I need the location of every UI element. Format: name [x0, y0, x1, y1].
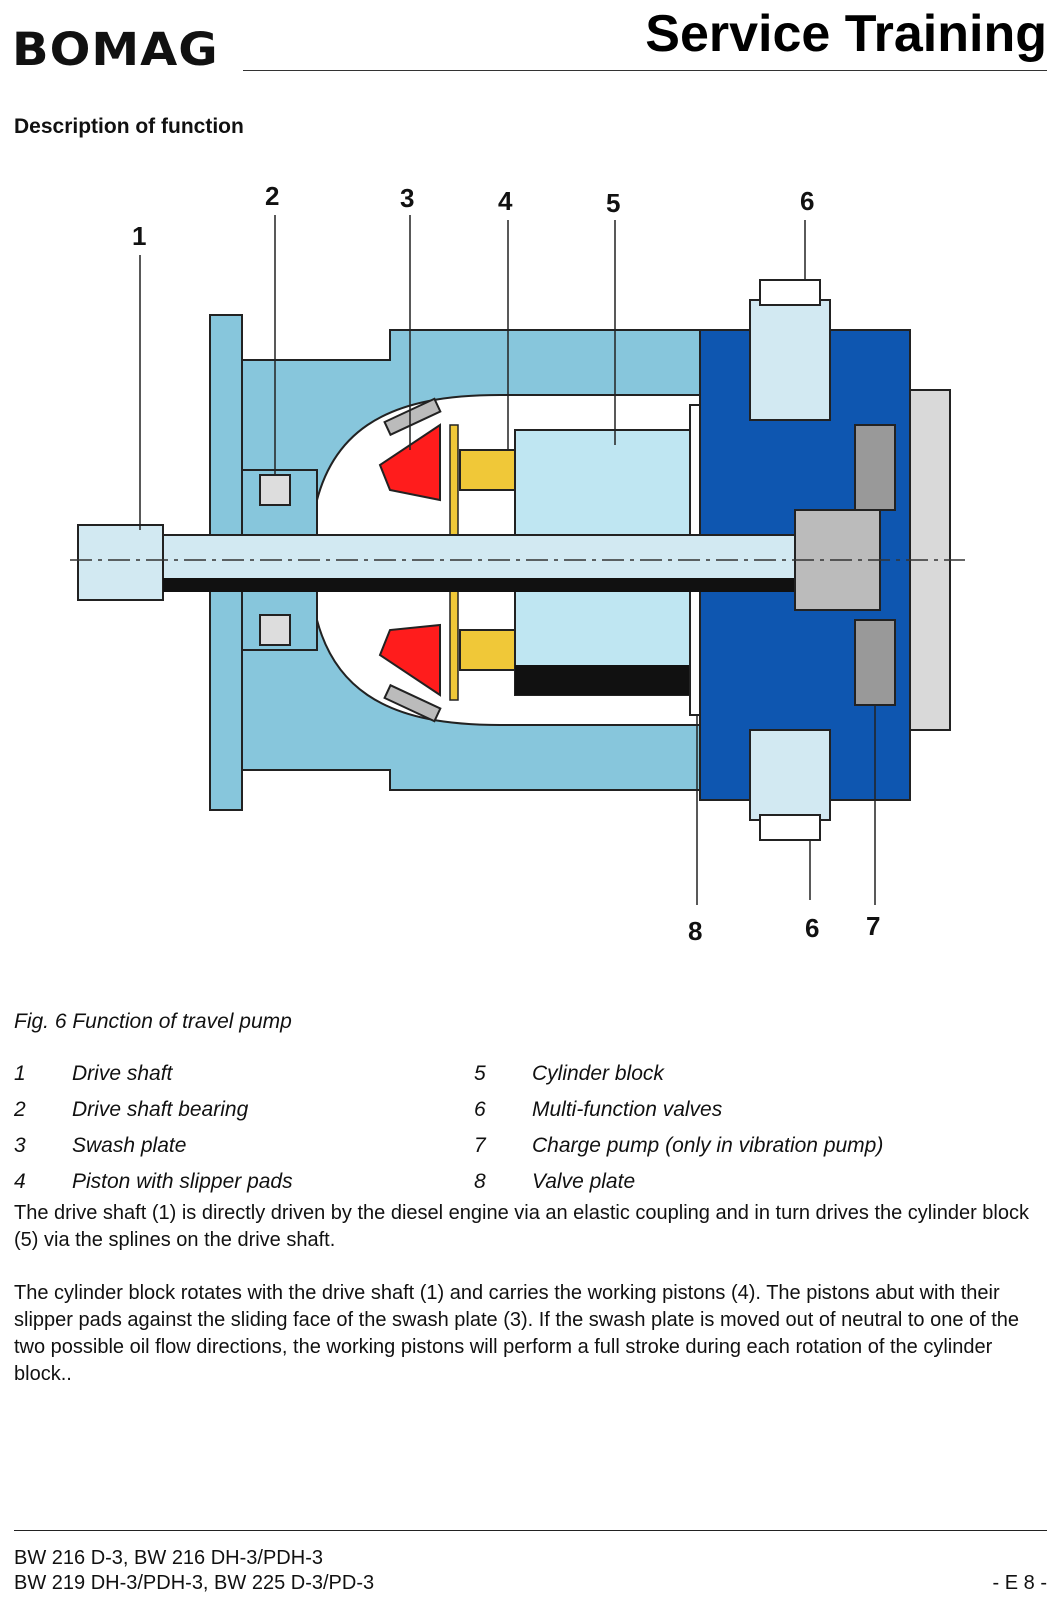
swash-plate-top — [378, 423, 441, 502]
legend-label: Cylinder block — [532, 1062, 664, 1085]
valve-top-cap — [759, 279, 821, 306]
legend-number: 2 — [14, 1098, 26, 1121]
body-paragraph-1: The drive shaft (1) is directly driven b… — [14, 1202, 1029, 1251]
valve-bottom — [749, 729, 831, 821]
callout-1: 1 — [132, 221, 146, 251]
cylinder-bore-bottom — [515, 665, 690, 695]
charge-pump-gear-top — [854, 424, 896, 511]
page-title: Service Training — [645, 5, 1047, 63]
charge-pump-gear-bottom — [854, 619, 896, 706]
callout-4: 4 — [498, 186, 513, 216]
callout-8: 8 — [688, 916, 702, 946]
callout-3: 3 — [400, 183, 414, 213]
body-paragraph-2: The cylinder block rotates with the driv… — [14, 1282, 1020, 1385]
drive-shaft-stub — [77, 524, 164, 601]
legend-number: 3 — [14, 1134, 26, 1157]
drive-shaft-shadow — [163, 578, 878, 592]
bearing-bottom — [259, 614, 291, 646]
page-number: - E 8 - — [992, 1572, 1047, 1594]
legend-label: Drive shaft bearing — [72, 1098, 249, 1121]
legend-number: 4 — [14, 1170, 26, 1193]
travel-pump-figure: 1 2 3 4 5 6 7 8 6 — [60, 170, 1000, 970]
callout-2: 2 — [265, 181, 279, 211]
footer-models-line-2: BW 219 DH-3/PDH-3, BW 225 D-3/PD-3 — [14, 1572, 375, 1594]
bearing-top — [259, 474, 291, 506]
callout-6-top: 6 — [800, 186, 814, 216]
legend-number: 8 — [474, 1170, 486, 1193]
footer-models-line-1: BW 216 D-3, BW 216 DH-3/PDH-3 — [14, 1547, 323, 1569]
valve-bottom-cap — [759, 814, 821, 841]
slipper-pad-bottom — [459, 629, 516, 671]
section-title: Description of function — [14, 115, 244, 138]
figure-caption: Fig. 6 Function of travel pump — [14, 1010, 292, 1033]
travel-pump-drawing: 1 2 3 4 5 6 7 8 6 — [70, 181, 965, 946]
bomag-logo: BOMAG — [12, 23, 219, 77]
valve-top — [749, 299, 831, 421]
legend-number: 7 — [474, 1134, 486, 1157]
swash-plate-bottom — [378, 623, 441, 697]
header-divider — [243, 70, 1047, 71]
footer-divider — [14, 1530, 1047, 1531]
callout-6-bottom: 6 — [805, 913, 819, 943]
legend-label: Charge pump (only in vibration pump) — [532, 1134, 884, 1157]
legend-number: 5 — [474, 1062, 486, 1085]
legend-label: Valve plate — [532, 1170, 636, 1193]
legend-number: 6 — [474, 1098, 486, 1121]
callout-5: 5 — [606, 188, 620, 218]
legend-label: Multi-function valves — [532, 1098, 723, 1121]
slipper-pad-top — [459, 449, 516, 491]
legend-label: Piston with slipper pads — [72, 1170, 293, 1193]
callout-7: 7 — [866, 911, 880, 941]
legend-label: Swash plate — [72, 1134, 187, 1157]
legend-number: 1 — [14, 1062, 26, 1085]
legend-label: Drive shaft — [72, 1062, 173, 1085]
swash-slide-bottom — [383, 683, 442, 723]
